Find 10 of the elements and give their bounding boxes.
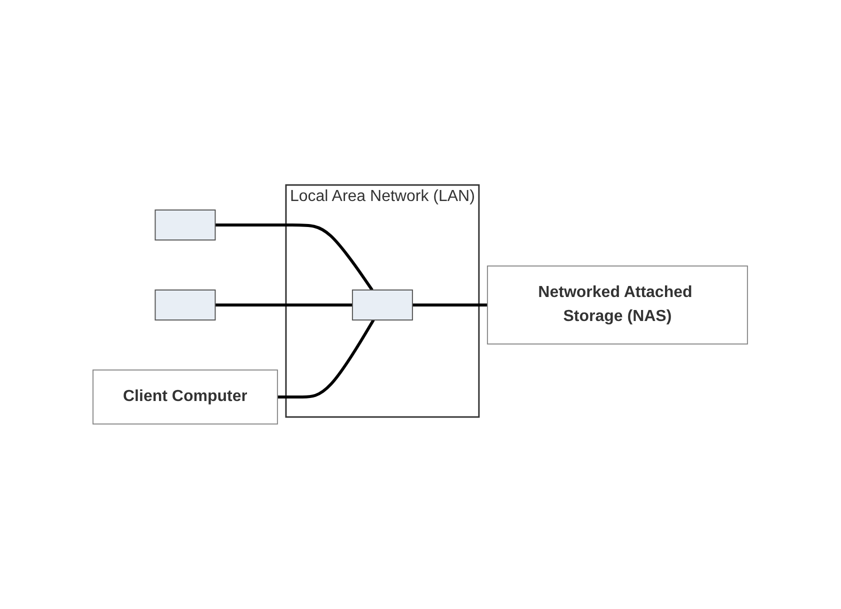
cluster: Local Area Network (LAN): [285, 184, 480, 418]
connector: [412, 304, 488, 306]
node-box: [155, 210, 216, 240]
node-box: Networked Attached Storage (NAS): [487, 266, 748, 344]
node-box: Client Computer: [92, 370, 278, 424]
node-box: [352, 290, 414, 320]
node-box: [155, 290, 216, 320]
connector: [216, 224, 374, 291]
connector: [216, 304, 353, 306]
connector: [278, 319, 376, 398]
